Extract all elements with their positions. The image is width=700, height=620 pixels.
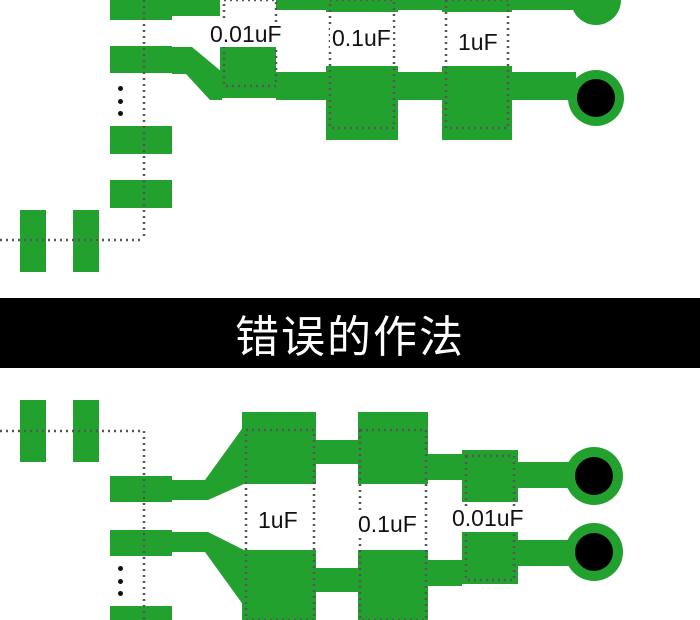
cap-pad-1uf-top xyxy=(242,412,316,484)
trace xyxy=(512,0,592,10)
ellipsis-dots-top xyxy=(118,86,123,116)
via-hole xyxy=(577,79,615,117)
trace xyxy=(172,0,220,16)
top-layout xyxy=(20,0,592,272)
power-trace xyxy=(276,72,576,100)
ic-pin xyxy=(110,530,172,556)
bottom-cap-label-2: 0.1uF xyxy=(356,511,419,537)
top-cap-label-3: 1uF xyxy=(456,29,500,55)
cap-pad-001uf xyxy=(220,46,276,98)
cap-pad-01uf-top xyxy=(358,412,428,484)
via-hole xyxy=(575,533,613,571)
trace xyxy=(172,47,222,100)
cap-pad-001uf-bottom xyxy=(462,532,518,584)
trace xyxy=(316,440,358,464)
cap-pad-1uf-bottom xyxy=(242,550,316,620)
top-outlines xyxy=(0,0,510,242)
bottom-cap-label-1: 1uF xyxy=(256,507,300,533)
ic-pin xyxy=(110,46,172,73)
trace xyxy=(172,532,244,606)
trace xyxy=(276,0,326,10)
top-cap-label-2: 0.1uF xyxy=(330,25,393,51)
cap-pad-001uf-top xyxy=(462,450,518,502)
ic-pin xyxy=(110,126,172,154)
via-hole xyxy=(575,457,613,495)
via-top-upper xyxy=(571,0,621,25)
ic-pin xyxy=(110,0,172,20)
ellipsis-dots-bottom xyxy=(118,566,123,596)
trace xyxy=(428,454,462,480)
ic-pin xyxy=(110,476,172,502)
top-cap-label-1: 0.01uF xyxy=(208,21,284,47)
trace xyxy=(428,560,462,586)
cap-pad-01uf-bottom xyxy=(358,550,428,620)
trace xyxy=(172,426,244,500)
divider-banner: 错误的作法 xyxy=(0,298,700,368)
cap-pad-01uf-top xyxy=(326,0,398,12)
cap-pad-1uf-top xyxy=(442,0,512,12)
trace xyxy=(316,568,358,592)
bottom-cap-label-3: 0.01uF xyxy=(450,505,526,531)
trace xyxy=(398,0,442,10)
ic-pin xyxy=(110,180,172,208)
ic-pin xyxy=(110,606,172,620)
